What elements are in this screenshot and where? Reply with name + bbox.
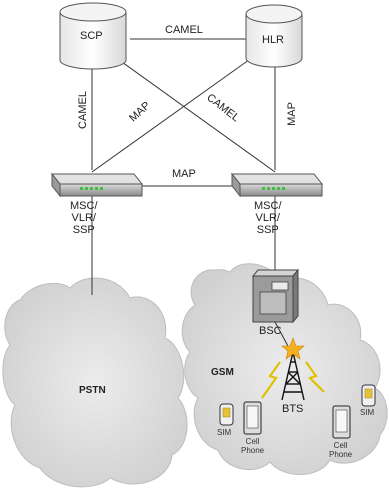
pstn-label: PSTN <box>79 385 106 396</box>
msc-right-switch-icon <box>230 172 324 198</box>
cell-phone-left-label: Cell Phone <box>241 437 265 455</box>
hlr-label: HLR <box>262 34 285 46</box>
link-label-msc-msc: MAP <box>172 168 196 180</box>
cell-phone-right-label: Cell Phone <box>329 441 353 459</box>
link-label-hlr-msc-right: MAP <box>285 102 298 126</box>
hlr-database-icon <box>245 4 303 68</box>
sim-card-left-icon <box>219 403 234 426</box>
bsc-label: BSC <box>259 325 282 337</box>
scp-database-icon <box>59 2 127 70</box>
link-bsc-bts <box>274 321 290 349</box>
msc-left-switch-icon <box>50 172 144 198</box>
link-label-scp-msc-left: CAMEL <box>76 91 89 129</box>
radio-link-right-icon <box>305 361 325 393</box>
bts-tower-icon <box>281 351 305 401</box>
radio-link-left-icon <box>261 361 281 399</box>
scp-label: SCP <box>80 30 103 42</box>
bts-signal-star-icon <box>281 337 305 360</box>
gsm-label: GSM <box>211 367 234 378</box>
bsc-icon <box>251 268 300 324</box>
link-hlr-msc-left <box>91 51 261 173</box>
sim-left-label: SIM <box>217 428 232 437</box>
msc-left-label: MSC/ VLR/ SSP <box>70 200 98 236</box>
sim-right-label: SIM <box>360 408 375 417</box>
cell-phone-left-icon <box>243 401 262 435</box>
msc-right-label: MSC/ VLR/ SSP <box>254 200 282 236</box>
bts-label: BTS <box>282 403 304 415</box>
sim-card-right-icon <box>361 384 376 407</box>
link-scp-msc-right <box>107 51 276 173</box>
pstn-cloud <box>2 277 188 488</box>
cell-phone-right-icon <box>332 405 351 439</box>
link-label-scp-hlr: CAMEL <box>165 24 203 36</box>
